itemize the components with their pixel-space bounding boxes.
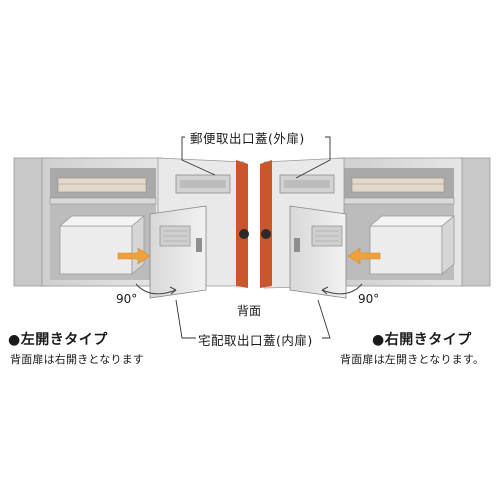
- inner-door-label: 宅配取出口蓋(内扉): [198, 333, 313, 348]
- right-inner-door-lock: [294, 238, 300, 252]
- left-angle-label: 90°: [116, 292, 138, 306]
- right-angle-arc: [321, 283, 363, 295]
- left-type-note: 背面扉は右開きとなります: [10, 353, 145, 366]
- right-type-title: ●右開きタイプ: [372, 332, 472, 348]
- outer-door-label: 郵便取出口蓋(外扉): [190, 131, 305, 146]
- right-parcel: [369, 225, 443, 275]
- left-type-title: ●左開きタイプ: [8, 332, 108, 348]
- back-label: 背面: [237, 304, 262, 318]
- left-cabinet: [13, 157, 249, 299]
- left-angle-arc: [135, 283, 177, 295]
- left-parcel: [59, 225, 133, 275]
- right-type-note: 背面扉は左開きとなります。: [340, 353, 485, 366]
- right-mail-stack: [351, 177, 445, 193]
- right-cabinet-side: [459, 157, 491, 287]
- right-shelf: [343, 197, 455, 205]
- left-direction-arrow: [117, 247, 151, 265]
- left-shelf: [49, 197, 157, 205]
- right-direction-arrow: [347, 247, 381, 265]
- callout-leaders: [175, 136, 331, 339]
- left-inner-door-lock: [196, 238, 202, 252]
- left-mail-stack: [57, 177, 147, 193]
- right-cabinet: [260, 157, 491, 299]
- right-angle-label: 90°: [358, 292, 380, 306]
